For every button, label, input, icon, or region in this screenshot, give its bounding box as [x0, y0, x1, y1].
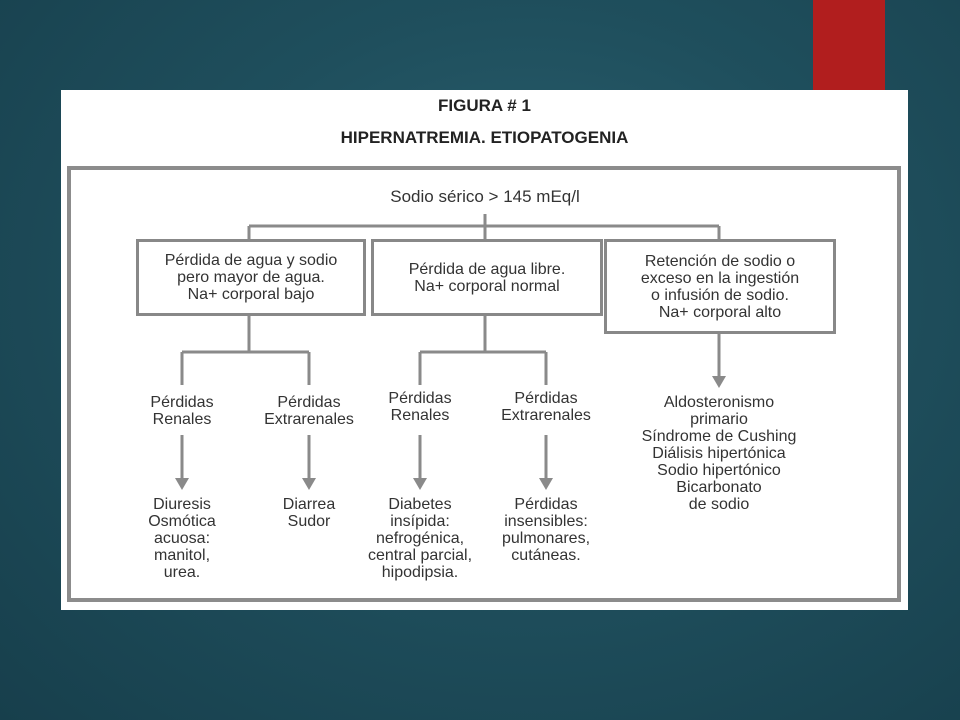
cause-node-5: Aldosteronismo primario Síndrome de Cush… [619, 394, 819, 513]
cause-label-4: Pérdidas insensibles: pulmonares, cutáne… [501, 496, 591, 564]
arrowhead-subtype-1 [175, 478, 189, 490]
arrowhead-subtype-3 [413, 478, 427, 490]
red-accent-bar [813, 0, 885, 90]
category-box-1: Pérdida de agua y sodio pero mayor de ag… [136, 239, 366, 316]
cause-label-5: Aldosteronismo primario Síndrome de Cush… [641, 394, 797, 513]
cause-label-1: Diuresis Osmótica acuosa: manitol, urea. [148, 496, 216, 581]
category-box-2: Pérdida de agua libre. Na+ corporal norm… [371, 239, 603, 316]
figure-panel: FIGURA # 1 HIPERNATREMIA. ETIOPATOGENIA [61, 90, 908, 610]
category-box-3: Retención de sodio o exceso en la ingest… [604, 239, 836, 334]
root-label: Sodio sérico > 145 mEq/l [390, 187, 580, 206]
subtype-label-1: Pérdidas Renales [150, 394, 214, 428]
cause-label-3: Diabetes insípida: nefrogénica, central … [367, 496, 473, 581]
root-node: Sodio sérico > 145 mEq/l [355, 188, 615, 205]
subtype-node-1: Pérdidas Renales [122, 394, 242, 428]
cause-node-4: Pérdidas insensibles: pulmonares, cutáne… [481, 496, 611, 564]
subtype-label-2: Pérdidas Extrarenales [264, 394, 354, 428]
arrowhead-subtype-2 [302, 478, 316, 490]
subtype-node-2: Pérdidas Extrarenales [244, 394, 374, 428]
subtype-node-3: Pérdidas Renales [360, 390, 480, 424]
diagram-frame [67, 166, 901, 602]
arrowhead-subtype-4 [539, 478, 553, 490]
figure-title: HIPERNATREMIA. ETIOPATOGENIA [340, 128, 629, 147]
category-label-2: Pérdida de agua libre. Na+ corporal norm… [408, 260, 566, 295]
subtype-label-3: Pérdidas Renales [388, 390, 452, 424]
subtype-label-4: Pérdidas Extrarenales [501, 390, 591, 424]
cause-label-2: Diarrea Sudor [282, 496, 336, 530]
cause-node-2: Diarrea Sudor [249, 496, 369, 530]
category-label-3: Retención de sodio o exceso en la ingest… [640, 252, 800, 321]
cause-node-3: Diabetes insípida: nefrogénica, central … [350, 496, 490, 581]
arrowhead-cat3 [712, 376, 726, 388]
figure-number: FIGURA # 1 [438, 96, 531, 115]
cause-node-1: Diuresis Osmótica acuosa: manitol, urea. [112, 496, 252, 581]
connector-lines [175, 214, 726, 490]
subtype-node-4: Pérdidas Extrarenales [481, 390, 611, 424]
category-label-1: Pérdida de agua y sodio pero mayor de ag… [164, 252, 338, 303]
